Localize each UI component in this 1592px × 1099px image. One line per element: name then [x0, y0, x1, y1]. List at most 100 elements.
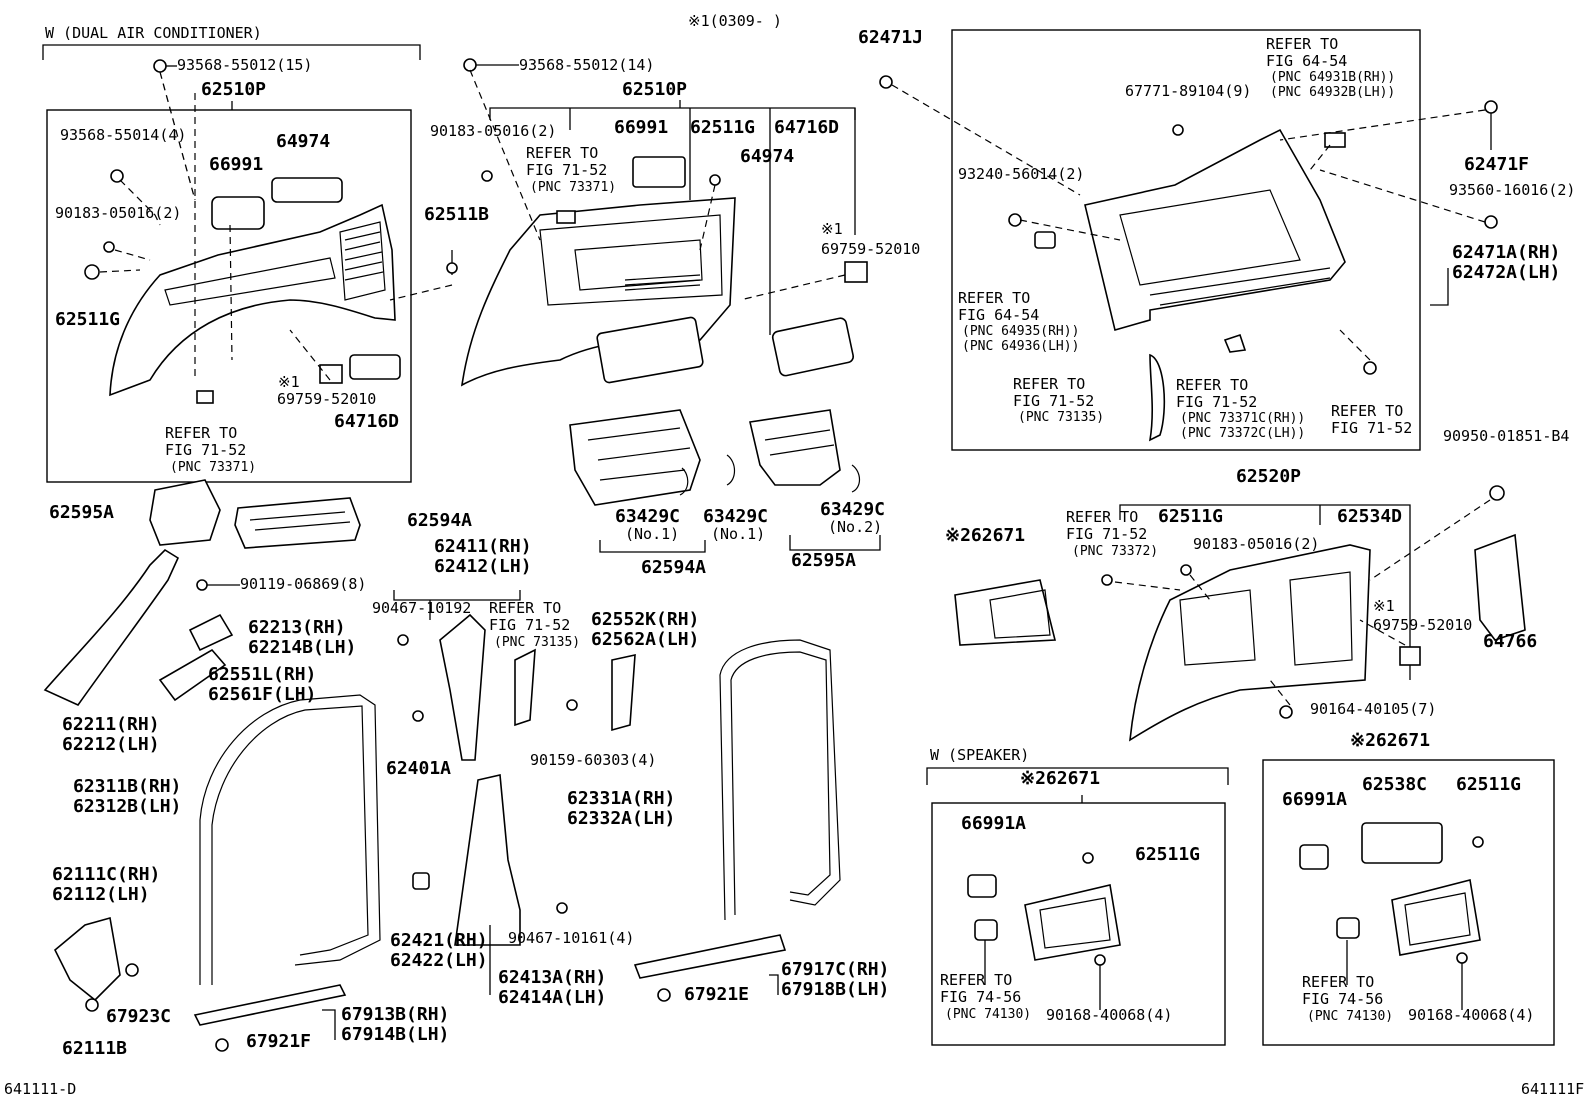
part-label-p90159-60303-4: 90159-60303(4): [530, 751, 656, 769]
part-label-p62510P-a: 62510P: [201, 79, 266, 100]
date-note: ※1(0309- ): [688, 12, 782, 30]
part-label-p62331A-rh: 62331A(RH): [567, 788, 675, 809]
part-label-p93568-55012-14: 93568-55012(14): [519, 56, 654, 74]
part-label-p62511G-d: 62511G: [1135, 844, 1200, 865]
part-label-p90467-10192: 90467-10192: [372, 599, 471, 617]
part-label-p-fig-71-52-a: FIG 71-52: [165, 441, 246, 459]
part-label-p67923C: 67923C: [106, 1006, 171, 1027]
part-label-p62421-rh: 62421(RH): [390, 930, 488, 951]
part-label-p67913B-rh: 67913B(RH): [341, 1004, 449, 1025]
part-label-p64716D-b: 64716D: [774, 117, 839, 138]
part-label-p-fig-74-56-b: FIG 74-56: [1302, 990, 1383, 1008]
part-label-p93560-16016-2: 93560-16016(2): [1449, 181, 1575, 199]
part-label-p-refer-71-52-c: REFER TO: [489, 599, 561, 617]
part-label-p-fig-71-52-g: FIG 71-52: [1066, 525, 1147, 543]
rear-quarter-lower-trim: [1129, 544, 1371, 742]
part-label-p62471J: 62471J: [858, 27, 923, 48]
speaker-grille-box: [954, 579, 1057, 646]
part-label-p63429C-no2: 63429C: [820, 499, 885, 520]
part-label-p62594A-a: 62594A: [407, 510, 472, 531]
center-pillar-garnish-upper: [439, 613, 486, 761]
part-label-p-pnc-73371c: (PNC 73371C(RH)): [1180, 411, 1305, 426]
part-label-p62511G-b: 62511G: [690, 117, 755, 138]
cowl-side-trim: [54, 916, 121, 1002]
part-label-p64974-a: 64974: [276, 131, 330, 152]
dual-ac-group-box: [46, 109, 412, 483]
center-pillar-garnish-lower: [454, 774, 521, 946]
part-label-p67918B-lh: 67918B(LH): [781, 979, 889, 1000]
part-label-p-note1-c: ※1: [1373, 597, 1395, 615]
rear-door-weatherstrip: [719, 639, 841, 921]
part-label-p-pnc-74130-b: (PNC 74130): [1307, 1009, 1393, 1024]
part-label-p-fig-74-56-a: FIG 74-56: [940, 988, 1021, 1006]
part-label-p62213-rh: 62213(RH): [248, 617, 346, 638]
part-label-p67921F: 67921F: [246, 1031, 311, 1052]
part-label-p-no2: (No.2): [828, 518, 882, 536]
variant-dual-ac-label: W (DUAL AIR CONDITIONER): [45, 24, 262, 42]
part-label-p66991-a: 66991: [209, 154, 263, 175]
part-label-p-refer-64-54-a: REFER TO: [1266, 35, 1338, 53]
part-label-p-pnc-73372c: (PNC 73372C(LH)): [1180, 426, 1305, 441]
part-label-p93240-56014-2: 93240-56014(2): [958, 165, 1084, 183]
speaker-group-box: [931, 802, 1226, 1046]
part-label-p66991A-b: 66991A: [1282, 789, 1347, 810]
variant-speaker-label: W (SPEAKER): [930, 746, 1029, 764]
part-label-p62471A-rh: 62471A(RH): [1452, 242, 1560, 263]
part-label-p69759-52010-a: 69759-52010: [277, 390, 376, 408]
part-label-p90119-06869-8: 90119-06869(8): [240, 575, 366, 593]
part-number-labels: 93568-55012(15) 62510P 93568-55014(4) 64974…: [49, 27, 1575, 1059]
part-label-p62594A-b: 62594A: [641, 557, 706, 578]
footer-left-code: 641111-D: [4, 1080, 76, 1098]
part-label-p67914B-lh: 67914B(LH): [341, 1024, 449, 1045]
part-label-p-no1-b: (No.1): [711, 525, 765, 543]
part-label-p63429C-no1-a: 63429C: [615, 506, 680, 527]
part-label-p-pnc-73372: (PNC 73372): [1072, 544, 1158, 559]
part-label-p-pnc-64932b: (PNC 64932B(LH)): [1270, 85, 1395, 100]
part-label-p62214B-lh: 62214B(LH): [248, 637, 356, 658]
rear-scuff-plate: [633, 934, 787, 979]
part-label-p-pnc-73135-b: (PNC 73135): [1018, 410, 1104, 425]
footer-right-code: 641111F: [1521, 1080, 1584, 1098]
part-label-p62538C: 62538C: [1362, 774, 1427, 795]
part-label-p-note2-62671-b: ※262671: [1350, 730, 1430, 751]
part-label-p90168-40068-4-b: 90168-40068(4): [1408, 1006, 1534, 1024]
part-label-p93568-55012-15: 93568-55012(15): [177, 56, 312, 74]
part-label-p-fig-71-52-e: FIG 71-52: [1176, 393, 1257, 411]
part-label-p-refer-71-52-b: REFER TO: [526, 144, 598, 162]
part-label-p90183-05016-2-a: 90183-05016(2): [55, 204, 181, 222]
part-label-p66991A-a: 66991A: [961, 813, 1026, 834]
part-label-p90183-05016-2-b: 90183-05016(2): [430, 122, 556, 140]
part-label-p62471F: 62471F: [1464, 154, 1529, 175]
part-label-p90168-40068-4-a: 90168-40068(4): [1046, 1006, 1172, 1024]
part-label-p62111B: 62111B: [62, 1038, 127, 1059]
part-label-p62401A: 62401A: [386, 758, 451, 779]
part-label-p62562A-lh: 62562A(LH): [591, 629, 699, 650]
part-label-p-no1-a: (No.1): [625, 525, 679, 543]
part-label-p62552K-rh: 62552K(RH): [591, 609, 699, 630]
console-group-box: [1262, 759, 1555, 1046]
part-label-p62212-lh: 62212(LH): [62, 734, 160, 755]
part-label-p62411-rh: 62411(RH): [434, 536, 532, 557]
part-label-p67917C-rh: 67917C(RH): [781, 959, 889, 980]
part-label-p-note2-62671-a: ※262671: [945, 525, 1025, 546]
part-label-p62595A-b: 62595A: [791, 550, 856, 571]
part-label-p62422-lh: 62422(LH): [390, 950, 488, 971]
front-pillar-garnish: [43, 548, 180, 707]
part-label-p93568-55014-4: 93568-55014(4): [60, 126, 186, 144]
air-duct-right: [749, 409, 841, 486]
part-label-p62511G-a: 62511G: [55, 309, 120, 330]
part-label-p-refer-71-52-g: REFER TO: [1066, 508, 1138, 526]
rear-quarter-group-box: [951, 29, 1421, 451]
part-label-p67771-89104-9: 67771-89104(9): [1125, 82, 1251, 100]
part-label-p62472A-lh: 62472A(LH): [1452, 262, 1560, 283]
rear-console-box: [1474, 533, 1526, 641]
part-label-p62414A-lh: 62414A(LH): [498, 987, 606, 1008]
part-label-p-pnc-73135-a: (PNC 73135): [494, 635, 580, 650]
part-label-p64716D-a: 64716D: [334, 411, 399, 432]
part-label-p64766: 64766: [1483, 631, 1537, 652]
part-label-p62520P: 62520P: [1236, 466, 1301, 487]
part-label-p-refer-74-56-b: REFER TO: [1302, 973, 1374, 991]
part-label-p-fig-71-52-b: FIG 71-52: [526, 161, 607, 179]
part-label-p62561F-lh: 62561F(LH): [208, 684, 316, 705]
part-label-p62511G-c: 62511G: [1158, 506, 1223, 527]
